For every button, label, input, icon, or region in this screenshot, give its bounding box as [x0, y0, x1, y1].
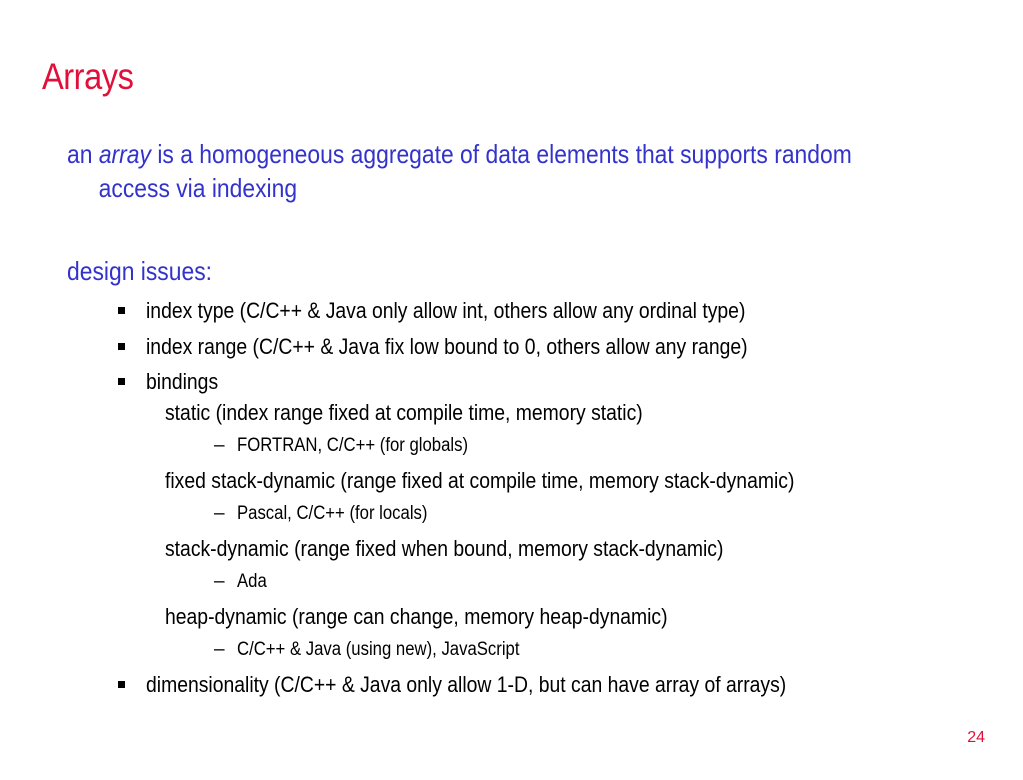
binding-heap-dynamic: heap-dynamic (range can change, memory h…: [165, 604, 668, 629]
intro-rest: is a homogeneous aggregate of data eleme…: [150, 139, 852, 169]
binding-static-example: FORTRAN, C/C++ (for globals): [237, 435, 469, 456]
binding-stack-dynamic: stack-dynamic (range fixed when bound, m…: [165, 536, 724, 561]
intro-line2: access via indexing: [98, 173, 298, 203]
slide-title: Arrays: [42, 56, 134, 97]
square-bullet-icon: [118, 378, 125, 385]
square-bullet-icon: [118, 307, 125, 314]
dash-bullet-icon: –: [214, 435, 225, 456]
intro-paragraph: an array is a homogeneous aggregate of d…: [67, 137, 903, 205]
page-number: 24: [967, 729, 985, 746]
intro-prefix: an: [67, 139, 99, 169]
bullet-index-type: index type (C/C++ & Java only allow int,…: [146, 298, 746, 323]
dash-bullet-icon: –: [214, 639, 225, 660]
square-bullet-icon: [118, 343, 125, 350]
square-bullet-icon: [118, 681, 125, 688]
dash-bullet-icon: –: [214, 503, 225, 524]
bullet-bindings: bindings: [146, 369, 219, 394]
dash-bullet-icon: –: [214, 571, 225, 592]
design-issues-heading: design issues:: [67, 256, 212, 286]
bullet-index-range: index range (C/C++ & Java fix low bound …: [146, 334, 748, 359]
intro-term: array: [98, 139, 151, 169]
binding-stack-dynamic-example: Ada: [237, 571, 267, 592]
binding-heap-dynamic-example: C/C++ & Java (using new), JavaScript: [237, 639, 520, 660]
binding-static: static (index range fixed at compile tim…: [165, 400, 643, 425]
bullet-dimensionality: dimensionality (C/C++ & Java only allow …: [146, 672, 787, 697]
binding-fixed-stack: fixed stack-dynamic (range fixed at comp…: [165, 468, 795, 493]
binding-fixed-stack-example: Pascal, C/C++ (for locals): [237, 503, 428, 524]
